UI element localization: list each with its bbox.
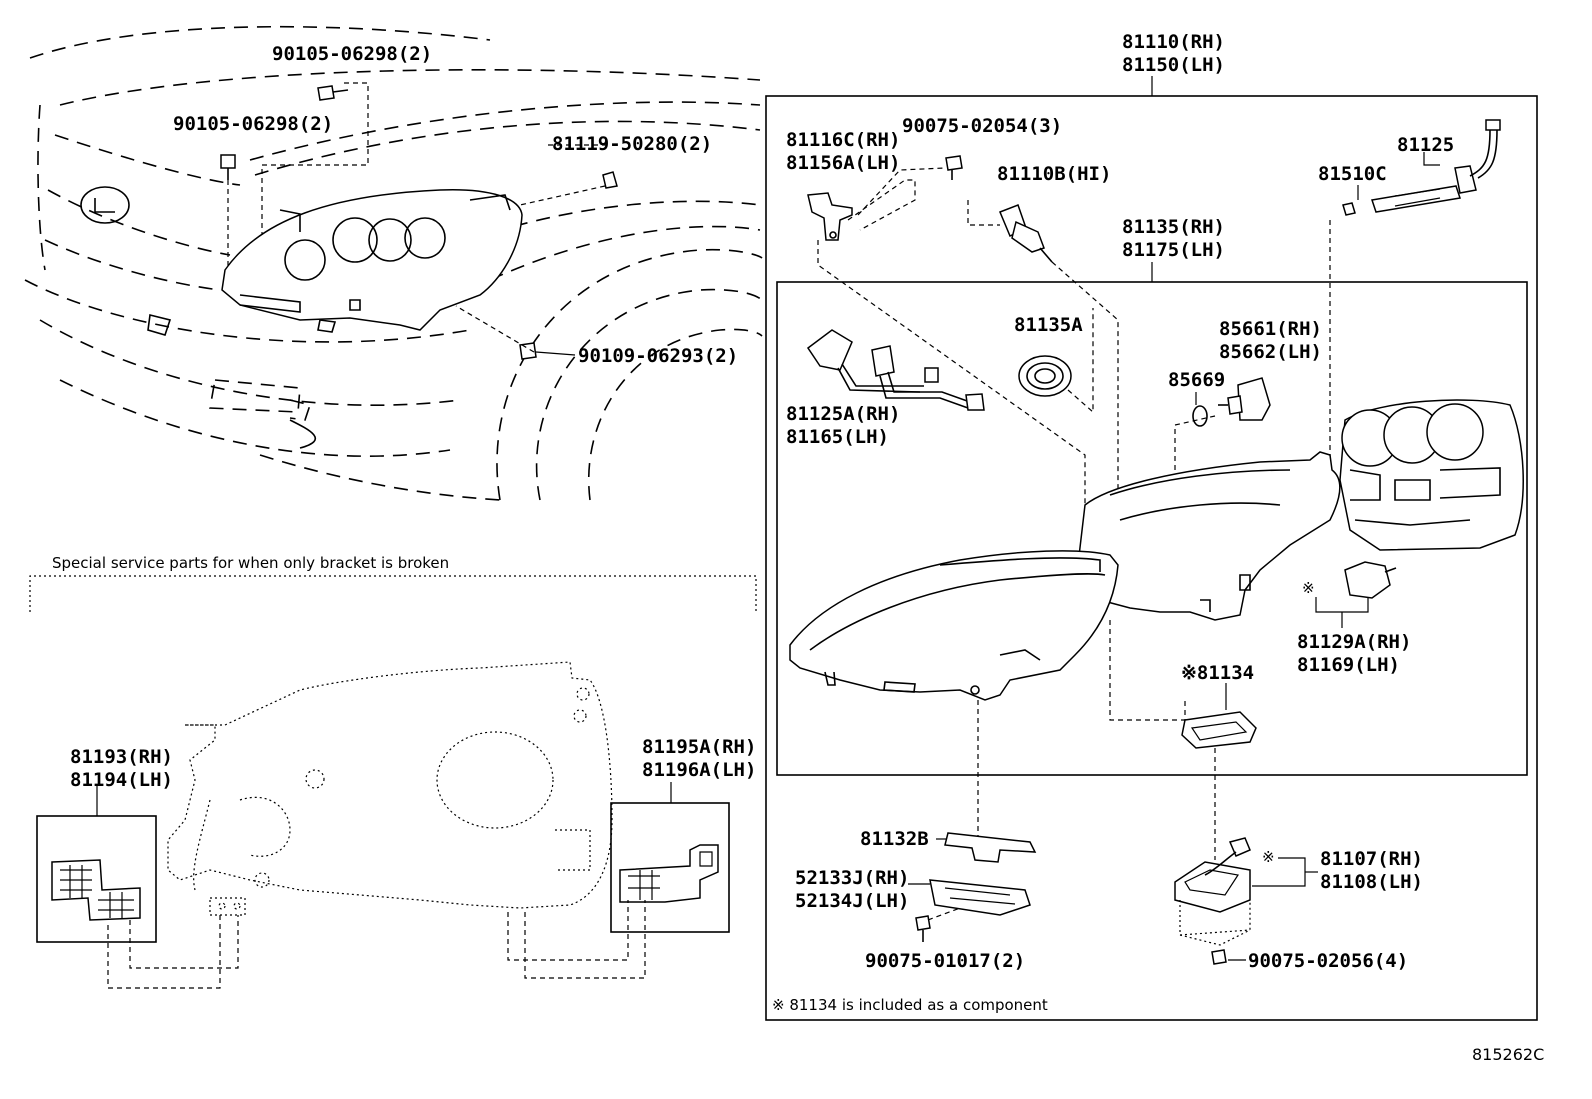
lamp-support — [915, 879, 1031, 942]
label-assy-rh: 81110(RH) — [1122, 31, 1225, 53]
socket-cap — [1018, 355, 1072, 397]
label-support-rh: 52133J(RH) — [795, 867, 909, 889]
label-cap: 81135A — [1014, 314, 1083, 336]
label-screw-a: 90105-06298(2) — [272, 43, 432, 65]
screw-icon — [317, 85, 335, 101]
label-unit-rh: 81135(RH) — [1122, 216, 1225, 238]
label-bracket-kit-lh: 81194(LH) — [70, 769, 173, 791]
label-bolt-lower: 90109-06293(2) — [578, 345, 738, 367]
assy-box — [765, 95, 1538, 1021]
screw-icon — [915, 915, 931, 931]
label-screw-b: 90105-06298(2) — [173, 113, 333, 135]
wire-harness — [806, 329, 985, 411]
projector-module — [1339, 399, 1524, 551]
footnote: ※ 81134 is included as a component — [772, 996, 1048, 1014]
label-bracket-kit2-rh: 81195A(RH) — [642, 736, 756, 758]
label-igniter-lh: 81169(LH) — [1297, 654, 1400, 676]
label-plate: 81132B — [860, 828, 929, 850]
label-wire-lh: 81165(LH) — [786, 426, 889, 448]
label-oring: 85669 — [1168, 369, 1225, 391]
label-bracket-kit-rh: 81193(RH) — [70, 746, 173, 768]
small-bulb — [1342, 202, 1356, 216]
lamp-housing — [1074, 451, 1341, 621]
label-bracket-lh: 81156A(LH) — [786, 152, 900, 174]
gasket — [1181, 711, 1257, 749]
label-bracket-kit2-lh: 81196A(LH) — [642, 759, 756, 781]
vehicle-front-view — [24, 25, 763, 501]
mark-igniter: ※ — [1302, 579, 1315, 597]
label-screw-computer: 90075-02056(4) — [1248, 950, 1408, 972]
label-bulb-small: 81510C — [1318, 163, 1387, 185]
unit-box — [776, 281, 1528, 776]
bracket-kit-right — [610, 802, 730, 933]
label-screw-bracket: 90075-02054(3) — [902, 115, 1062, 137]
label-computer-rh: 81107(RH) — [1320, 848, 1423, 870]
label-computer-lh: 81108(LH) — [1320, 871, 1423, 893]
label-support-lh: 52134J(LH) — [795, 890, 909, 912]
discharge-computer — [1174, 837, 1251, 965]
label-wire-rh: 81125A(RH) — [786, 403, 900, 425]
screw-icon — [220, 154, 236, 169]
label-screw-support: 90075-01017(2) — [865, 950, 1025, 972]
bracket-plate — [944, 832, 1037, 863]
label-unit-lh: 81175(LH) — [1122, 239, 1225, 261]
label-clip: 81119-50280(2) — [552, 133, 712, 155]
special-service-title: Special service parts for when only brac… — [52, 554, 449, 572]
label-actuator-lh: 85662(LH) — [1219, 341, 1322, 363]
bolt-icon — [519, 342, 537, 360]
igniter — [1344, 561, 1397, 599]
screw-icon — [1211, 949, 1227, 965]
clip-icon — [602, 171, 618, 189]
headlamp-in-car — [221, 189, 523, 331]
special-service-bracket — [29, 575, 757, 612]
mark-computer: ※ — [1262, 848, 1275, 866]
label-bulb-hi: 81110B(HI) — [997, 163, 1111, 185]
socket-wire-81125 — [1371, 119, 1501, 213]
emblem-icon — [80, 186, 130, 224]
o-ring — [1192, 405, 1208, 427]
bracket-kit-left — [36, 815, 157, 943]
headlamp-housing-outline — [167, 661, 613, 916]
label-bracket-rh: 81116C(RH) — [786, 129, 900, 151]
label-assy-lh: 81150(LH) — [1122, 54, 1225, 76]
label-igniter-rh: 81129A(RH) — [1297, 631, 1411, 653]
screw-icon — [945, 155, 963, 171]
leveling-actuator — [1218, 377, 1271, 421]
label-socket-wire: 81125 — [1397, 134, 1454, 156]
label-gasket: ※81134 — [1181, 662, 1254, 684]
diagram-code: 815262C — [1472, 1045, 1544, 1064]
label-actuator-rh: 85661(RH) — [1219, 318, 1322, 340]
hi-bulb — [999, 204, 1053, 263]
headlamp-bracket — [807, 155, 963, 241]
lamp-lens — [789, 550, 1119, 701]
